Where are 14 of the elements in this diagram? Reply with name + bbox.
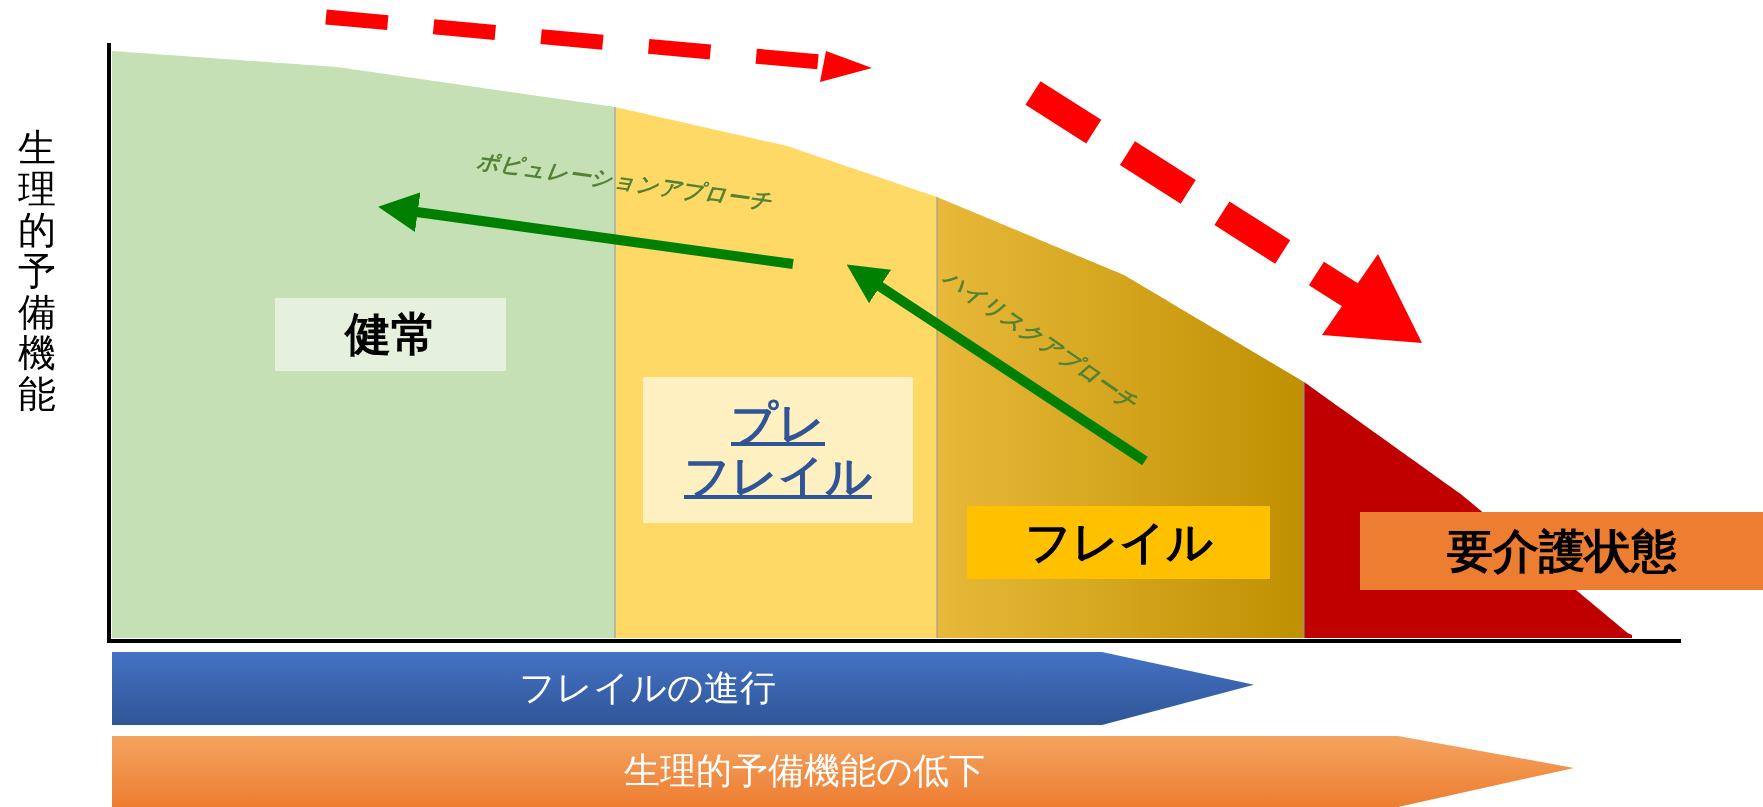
edge-label: ハイリスクアプローチ bbox=[938, 263, 1143, 418]
stage-area bbox=[1304, 381, 1763, 638]
stage-label: 健常 bbox=[275, 298, 506, 371]
arrow-label: 生理的予備機能の低下 bbox=[623, 749, 985, 793]
arrow bbox=[378, 192, 794, 269]
arrow-label: フレイルの進行 bbox=[518, 666, 776, 710]
progress-band bbox=[112, 736, 1574, 807]
arrow bbox=[846, 264, 1148, 466]
stage-area bbox=[937, 196, 1304, 638]
progress-band bbox=[112, 652, 1254, 725]
stage-label: フレイル bbox=[967, 506, 1270, 579]
stage-label: 要介護状態 bbox=[1360, 512, 1763, 590]
axis-label: 生理的予備機能 bbox=[18, 128, 57, 416]
edge-label: ポピュレーションアプローチ bbox=[474, 147, 774, 217]
